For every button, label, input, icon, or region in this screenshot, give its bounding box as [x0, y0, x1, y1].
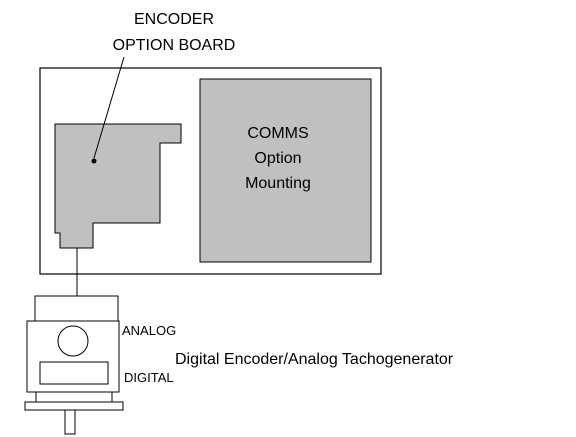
- device-description: Digital Encoder/Analog Tachogenerator: [175, 351, 454, 368]
- device-shaft: [64, 409, 76, 435]
- analog-label: ANALOG: [122, 323, 176, 338]
- comms-label-line3: Mounting: [245, 175, 311, 192]
- encoder-device: [24, 295, 124, 435]
- digital-label: DIGITAL: [124, 370, 174, 385]
- encoder-board-label-line1: ENCODER: [134, 11, 214, 28]
- encoder-board-leader-dot: [91, 158, 97, 164]
- device-connector-cap: [34, 295, 119, 322]
- encoder-board-label-line2: OPTION BOARD: [113, 37, 236, 54]
- encoder-board-leader-line: [93, 56, 125, 159]
- comms-option-mounting-area: [199, 78, 372, 263]
- digital-connector-icon: [39, 361, 109, 385]
- comms-label-line1: COMMS: [247, 125, 308, 142]
- encoder-option-board: [54, 123, 182, 249]
- device-mounting-flange: [24, 401, 124, 411]
- analog-connector-icon: [57, 325, 89, 357]
- comms-label-line2: Option: [254, 150, 301, 167]
